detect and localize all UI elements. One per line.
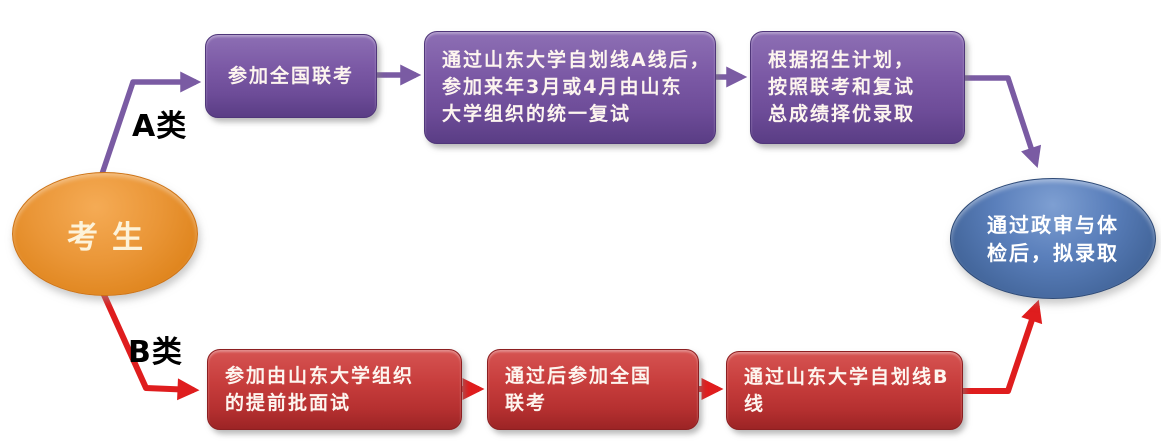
step-b1-text-line1: 参加由山东大学组织 [225,364,415,387]
start-node-label: 考生 [67,219,157,256]
end-node-text-line2: 检后，拟录取 [987,240,1119,265]
step-a3-text-line3: 总成绩择优录取 [768,103,916,125]
step-b2-text-line2: 联考 [505,391,548,414]
step-b2-text-line1: 通过后参加全国 [505,364,653,387]
end-node-proposed-admission: 通过政审与体 检后，拟录取 [950,178,1156,299]
step-b1-text-line2: 的提前批面试 [225,391,352,414]
step-a3-merit-admission: 根据招生计划， 按照联考和复试 总成绩择优录取 [750,31,965,144]
branch-a-label: A类 [132,109,188,144]
arrow-b3-to-end [945,299,1043,394]
step-a1-text: 参加全国联考 [227,64,354,87]
step-b2-national-joint-exam: 通过后参加全国 联考 [487,349,699,430]
start-node-candidate: 考生 [12,172,198,296]
step-a3-text-line1: 根据招生计划， [768,49,916,71]
step-a2-text-line3: 大学组织的统一复试 [442,103,632,125]
step-b3-text-line1: 通过山东大学自划线B [744,365,950,388]
step-b1-early-interview: 参加由山东大学组织 的提前批面试 [207,349,462,430]
end-node-text-line1: 通过政审与体 [987,212,1119,237]
step-b3-line-b: 通过山东大学自划线B 线 [726,351,963,430]
branch-b-label: B类 [128,335,183,370]
step-a2-text-line2: 参加来年3月或4月由山东 [442,76,683,98]
arrow-a3-to-end [946,75,1042,168]
step-a1-national-joint-exam: 参加全国联考 [205,34,377,118]
step-a2-line-a-reexam: 通过山东大学自划线A线后， 参加来年3月或4月由山东 大学组织的统一复试 [424,31,716,144]
arrow-start-to-b1 [97,284,200,401]
step-a3-text-line2: 按照联考和复试 [768,76,916,98]
arrow-start-to-a1 [97,71,202,181]
step-b3-text-line2: 线 [744,392,766,415]
step-a2-text-line1: 通过山东大学自划线A线后， [442,49,711,71]
